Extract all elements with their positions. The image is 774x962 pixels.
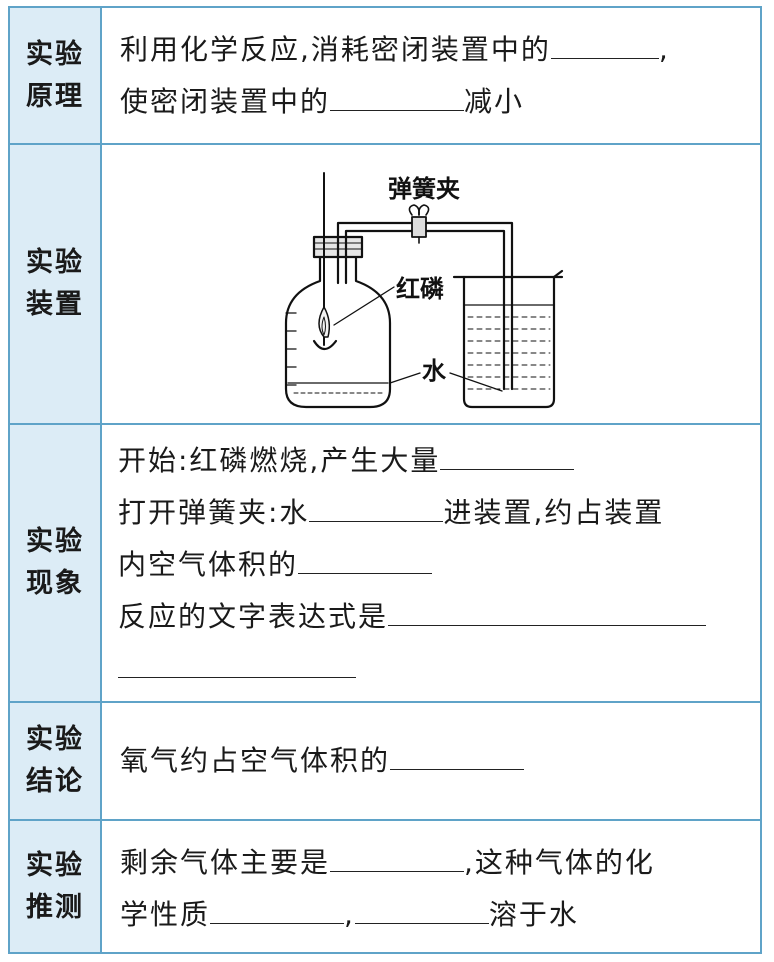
answer-blank[interactable] (440, 445, 575, 470)
row-header-line: 现象 (26, 568, 84, 599)
answer-blank[interactable] (309, 497, 444, 522)
row-header-line: 装置 (26, 289, 84, 320)
answer-blank[interactable] (330, 86, 465, 111)
apparatus-diagram: 弹簧夹 红磷 水 (284, 172, 564, 409)
row-header-line: 实验 (26, 724, 84, 755)
row-header-line: 推测 (26, 891, 84, 923)
row-content: 开始:红磷燃烧,产生大量 打开弹簧夹:水进装置,约占装置 内空气体积的 反应的文… (102, 425, 760, 701)
bottle-outline (284, 253, 392, 409)
row-header: 实验 装置 (10, 145, 102, 423)
water-label: 水 (422, 357, 447, 385)
text-line: 开始:红磷燃烧,产生大量 (118, 435, 746, 487)
answer-blank[interactable] (118, 653, 356, 678)
row-phenomenon: 实验 现象 开始:红磷燃烧,产生大量 打开弹簧夹:水进装置,约占装置 内空气体积… (10, 425, 760, 703)
text-line: 利用化学反应,消耗密闭装置中的, (120, 33, 670, 66)
answer-blank[interactable] (550, 34, 659, 59)
text-line: 打开弹簧夹:水进装置,约占装置 (118, 496, 665, 529)
row-content: 氧气约占空气体积的 (102, 703, 760, 819)
text-line: 剩余气体主要是,这种气体的化 (120, 846, 655, 879)
answer-blank[interactable] (298, 549, 433, 574)
answer-blank[interactable] (210, 899, 345, 924)
text-line: 使密闭装置中的减小 (120, 85, 525, 118)
clamp-label: 弹簧夹 (388, 175, 460, 203)
row-header: 实验 推测 (10, 821, 102, 952)
answer-blank[interactable] (390, 745, 525, 770)
row-content: 剩余气体主要是,这种气体的化 学性质,溶于水 (102, 821, 760, 952)
answer-blank[interactable] (388, 601, 707, 626)
row-header-line: 实验 (26, 849, 84, 881)
row-header-line: 实验 (26, 247, 84, 278)
answer-blank[interactable] (354, 899, 489, 924)
text-line: 反应的文字表达式是 (118, 591, 746, 643)
row-header-line: 实验 (26, 526, 84, 557)
beaker-outline (462, 269, 564, 409)
row-conclusion: 实验 结论 氧气约占空气体积的 (10, 703, 760, 821)
text-line: 内空气体积的 (118, 539, 746, 591)
row-header-line: 实验 (26, 38, 84, 70)
combustion-spoon (312, 339, 338, 351)
row-principle: 实验 原理 利用化学反应,消耗密闭装置中的, 使密闭装置中的减小 (10, 8, 760, 145)
row-header-line: 结论 (26, 766, 84, 797)
text-line (118, 643, 746, 695)
text-line: 学性质,溶于水 (120, 898, 579, 931)
row-content: 弹簧夹 红磷 水 (102, 145, 760, 423)
phosphorus-label: 红磷 (396, 275, 444, 303)
spring-clamp-icon (411, 216, 427, 238)
row-header: 实验 现象 (10, 425, 102, 701)
experiment-table: 实验 原理 利用化学反应,消耗密闭装置中的, 使密闭装置中的减小 实验 装置 (8, 6, 762, 954)
flame (318, 306, 331, 338)
answer-blank[interactable] (330, 847, 465, 872)
row-content: 利用化学反应,消耗密闭装置中的, 使密闭装置中的减小 (102, 8, 760, 143)
row-header: 实验 原理 (10, 8, 102, 143)
text-line: 氧气约占空气体积的 (120, 735, 746, 787)
row-header-line: 原理 (26, 80, 84, 112)
row-inference: 实验 推测 剩余气体主要是,这种气体的化 学性质,溶于水 (10, 821, 760, 952)
row-header: 实验 结论 (10, 703, 102, 819)
row-apparatus: 实验 装置 (10, 145, 760, 425)
